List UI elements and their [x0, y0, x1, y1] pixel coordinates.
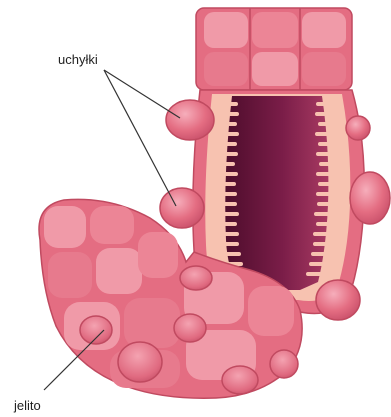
leader-line-diverticula-1: [104, 70, 180, 118]
label-diverticula: uchyłki: [58, 52, 98, 67]
colon-upper-segment: [196, 8, 352, 90]
diverticulum-right-mid: [350, 172, 390, 224]
diverticulum-bottom-2: [174, 314, 206, 342]
diverticulum-upper-left: [166, 100, 214, 140]
label-intestine: jelito: [14, 398, 41, 413]
diverticulum-center: [180, 266, 212, 290]
diverticulum-bottom-4: [270, 350, 298, 378]
diverticulum-bottom-1: [118, 342, 162, 382]
leader-line-diverticula-2: [104, 70, 176, 206]
diverticulum-bottom-3: [222, 366, 258, 394]
diverticulum-right-low: [316, 280, 360, 320]
diverticulum-right-upper: [346, 116, 370, 140]
diverticulum-left-low: [80, 316, 112, 344]
diverticulum-mid-left: [160, 188, 204, 228]
